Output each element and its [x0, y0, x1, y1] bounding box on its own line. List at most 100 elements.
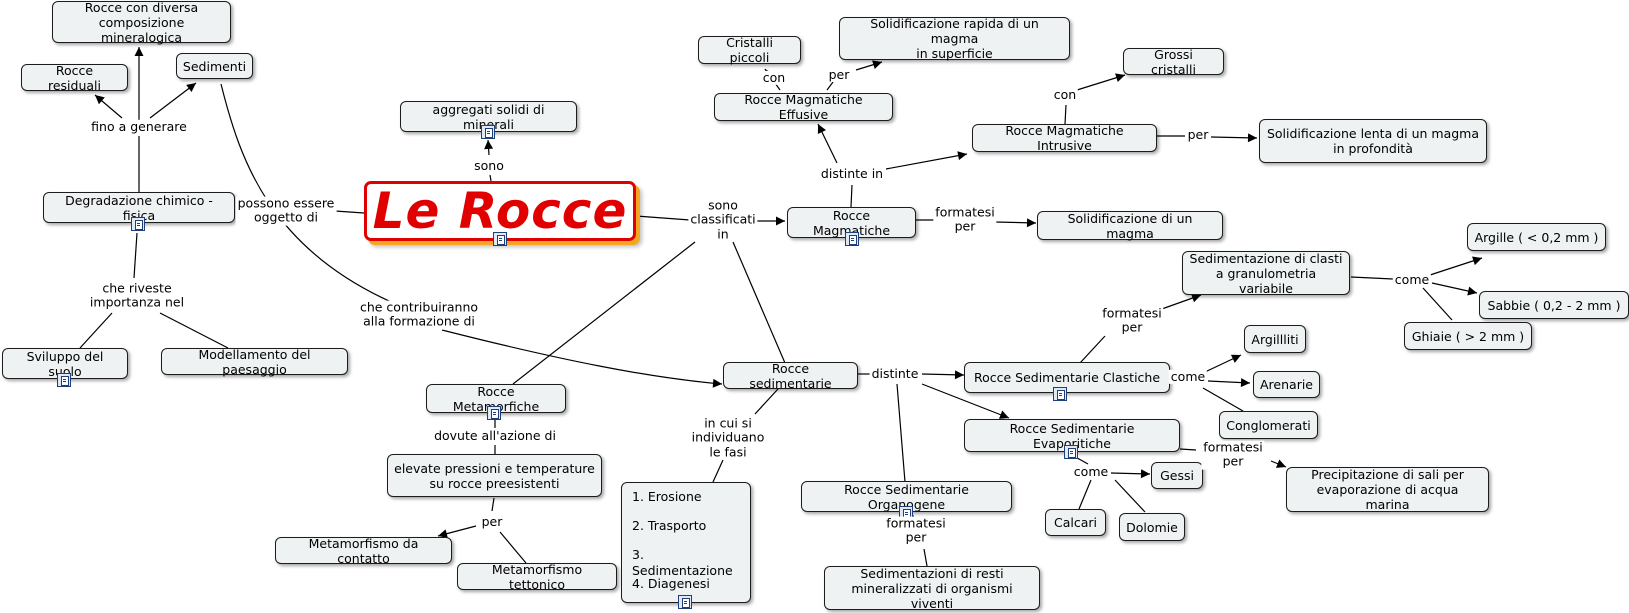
link-to-rocce-sedimentarie [441, 329, 723, 388]
label-possono-essere: possono essere oggetto di [235, 195, 337, 226]
link-clastiche-formatesi [1079, 335, 1106, 364]
node-rocce-residuali[interactable]: Rocce residuali [21, 63, 128, 93]
node-elevate-pressioni[interactable]: elevate pressioni e temperature su rocce… [387, 454, 602, 497]
label-sono-classificati: sono classificati in [688, 197, 758, 242]
link-to-dolomie [1114, 479, 1146, 513]
link-to-solid-lenta [1210, 133, 1258, 143]
link-clasti-come [1350, 276, 1394, 280]
node-sediment-clasti[interactable]: Sedimentazione di clasti a granulometria… [1182, 251, 1350, 296]
node-sed-clastiche[interactable]: Rocce Sedimentarie Clastiche [964, 362, 1170, 393]
link-sedimentarie-fasi [754, 388, 779, 415]
label-per: per [1185, 126, 1211, 143]
node-solid-lenta[interactable]: Solidificazione lenta di un magma in pro… [1259, 119, 1487, 163]
link-to-sediment-clasti [1158, 293, 1202, 311]
link-main-sono [489, 174, 492, 182]
link-to-metam-contatto [437, 525, 477, 539]
link-to-calcari [1078, 479, 1092, 510]
main-topic-le-rocce[interactable]: Le Rocce [364, 181, 636, 241]
label-per: per [479, 513, 505, 530]
node-solid-magma[interactable]: Solidificazione di un magma [1037, 211, 1223, 241]
node-rocce-sedimentarie[interactable]: Rocce sedimentarie [723, 361, 858, 391]
link-to-evaporitiche [921, 383, 1010, 419]
link-to-argille [1429, 256, 1483, 276]
link-to-modellamento [159, 312, 229, 349]
note-icon[interactable] [845, 232, 859, 246]
node-modellamento[interactable]: Modellamento del paesaggio [161, 347, 348, 377]
node-grossi-cristalli[interactable]: Grossi cristalli [1123, 47, 1224, 77]
link-to-aggregati [484, 139, 494, 156]
node-dolomie[interactable]: Dolomie [1119, 513, 1185, 541]
label-in-cui: in cui si individuano le fasi [689, 415, 767, 460]
link-to-metam-tettonico [499, 531, 527, 564]
note-icon[interactable] [1053, 387, 1067, 401]
link-to-sviluppo [79, 312, 113, 349]
link-degradazione-riveste [133, 232, 138, 279]
node-metam-tettonico[interactable]: Metamorfismo tettonico [457, 562, 617, 592]
link-to-rocce-residuali [94, 94, 123, 119]
link-evaporitiche-formatesi [1179, 448, 1197, 451]
node-sediment-resti[interactable]: Sedimentazioni di resti mineralizzati di… [824, 566, 1040, 611]
label-formatesi-per: formatesi per [884, 515, 948, 546]
node-metam-contatto[interactable]: Metamorfismo da contatto [275, 536, 452, 566]
node-precipitazione[interactable]: Precipitazione di sali per evaporazione … [1286, 467, 1489, 512]
label-come: come [1071, 463, 1111, 480]
note-icon[interactable] [481, 125, 495, 139]
node-magm-effusive[interactable]: Rocce Magmatiche Effusive [714, 92, 893, 122]
link-to-precipitazione [1270, 459, 1287, 468]
main-title: Le Rocce [372, 182, 628, 240]
node-sedimenti[interactable]: Sedimenti [176, 53, 253, 79]
label-fino-a-generare: fino a generare [89, 118, 189, 135]
label-come: come [1392, 271, 1432, 288]
link-to-organogene [896, 383, 906, 483]
link-main-classificati [635, 215, 691, 221]
node-arenarie[interactable]: Arenarie [1253, 371, 1320, 398]
note-icon[interactable] [487, 406, 501, 420]
link-to-grossi-cristalli [1076, 73, 1126, 91]
link-to-solid-rapida [855, 60, 883, 71]
node-argille[interactable]: Argille ( < 0,2 mm ) [1467, 223, 1606, 251]
node-fasi[interactable]: 1. Erosione 2. Trasporto 3. Sedimentazio… [621, 482, 751, 603]
node-sabbie[interactable]: Sabbie ( 0,2 - 2 mm ) [1479, 291, 1629, 319]
fasi-list: 1. Erosione 2. Trasporto 3. Sedimentazio… [632, 489, 740, 605]
label-distinte: distinte [869, 365, 921, 382]
node-cristalli-piccoli[interactable]: Cristalli piccoli [698, 35, 801, 65]
label-dovute: dovute all'azione di [432, 427, 558, 444]
label-per: per [826, 66, 852, 83]
node-gessi[interactable]: Gessi [1151, 462, 1203, 489]
note-icon[interactable] [678, 595, 692, 609]
link-to-conglomerati [1202, 387, 1244, 412]
fase-item: 4. Diagenesi [632, 576, 710, 591]
link-to-ghiaie [1422, 287, 1453, 321]
fase-item: 2. Trasporto [632, 518, 707, 533]
node-solid-rapida[interactable]: Solidificazione rapida di un magma in su… [839, 16, 1070, 61]
link-to-metamorfiche [512, 241, 696, 385]
note-icon[interactable] [131, 217, 145, 231]
label-formatesi-per: formatesi per [933, 204, 997, 235]
note-icon[interactable] [1064, 445, 1078, 459]
label-distinte-in: distinte in [818, 165, 886, 182]
link-effusive-per [826, 81, 834, 91]
link-to-sabbie [1431, 282, 1478, 296]
node-aggregati[interactable]: aggregati solidi di minerali [400, 101, 577, 132]
node-ghiaie[interactable]: Ghiaie ( > 2 mm ) [1404, 322, 1532, 350]
node-conglomerati[interactable]: Conglomerati [1219, 411, 1318, 439]
node-calcari[interactable]: Calcari [1045, 509, 1106, 536]
label-che-contribuiranno: che contribuiranno alla formazione di [357, 299, 481, 330]
node-argilliti[interactable]: Argillliti [1244, 325, 1306, 353]
label-che-riveste: che riveste importanza nel [87, 280, 187, 311]
link-to-arenarie [1207, 378, 1251, 388]
note-icon[interactable] [493, 232, 507, 246]
link-to-sediment-resti [923, 548, 928, 567]
fase-item: 1. Erosione [632, 489, 702, 504]
link-to-fasi [712, 459, 724, 483]
link-to-solid-magma [994, 218, 1037, 228]
link-intrusive-con [1064, 104, 1067, 125]
label-formatesi-per: formatesi per [1201, 439, 1265, 470]
link-to-effusive [817, 123, 838, 164]
link-magmatiche-distinte [850, 184, 853, 208]
note-icon[interactable] [57, 373, 71, 387]
node-magm-intrusive[interactable]: Rocce Magmatiche Intrusive [972, 123, 1157, 153]
label-come: come [1168, 368, 1208, 385]
node-rocce-diversa[interactable]: Rocce con diversa composizione mineralog… [52, 0, 231, 45]
